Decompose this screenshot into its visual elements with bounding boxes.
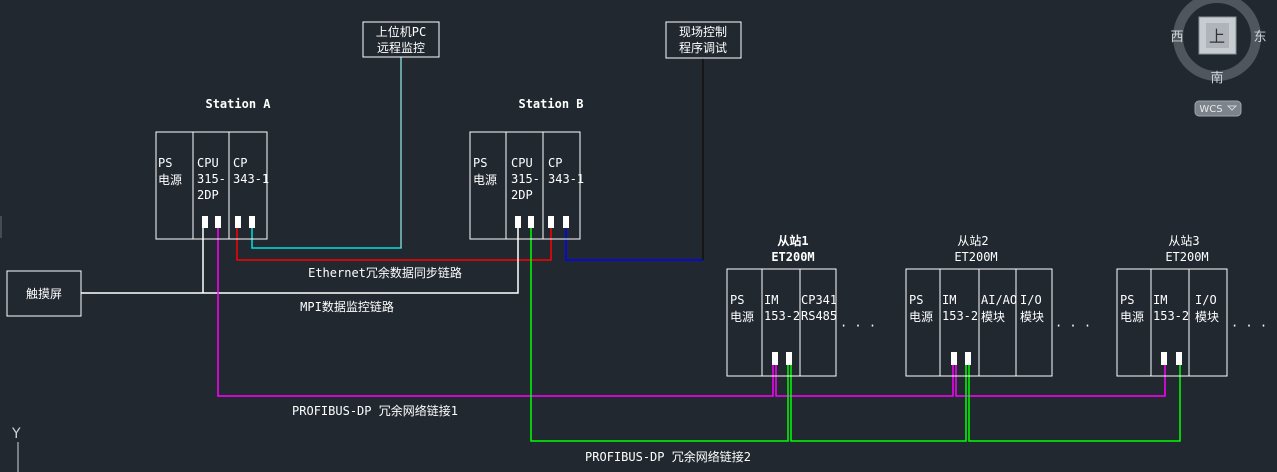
pc-box-line1: 上位机PC: [376, 24, 426, 39]
port: [548, 216, 554, 228]
wcs-dropdown[interactable]: WCS: [1194, 100, 1242, 117]
field-box-line2: 程序调试: [679, 40, 727, 55]
port: [515, 216, 521, 228]
port: [951, 352, 957, 365]
im-label-2: 153-2: [942, 309, 978, 323]
field-box-line1: 现场控制: [679, 25, 727, 39]
ethernet-link-label: Ethernet冗余数据同步链路: [308, 265, 462, 280]
dp1-link-label: PROFIBUS-DP 冗余网络链接1: [292, 403, 458, 418]
cp-label: CP: [233, 156, 247, 170]
field-link-wire: [565, 228, 703, 261]
port: [215, 216, 221, 228]
port: [563, 216, 569, 228]
port: [528, 216, 534, 228]
slave1-title: 从站1: [777, 233, 808, 248]
station-b[interactable]: Station B PS 电源 CPU 315- 2DP CP 343-1: [469, 97, 584, 240]
port: [1161, 352, 1167, 365]
ethernet-wire: [236, 228, 552, 261]
ellipsis: · · ·: [1231, 319, 1267, 333]
pc-box-line2: 远程监控: [377, 40, 425, 55]
mpi-link-label: MPI数据监控链路: [300, 299, 394, 314]
ps-label: PS: [1120, 293, 1134, 307]
dp2-wire: [530, 228, 789, 442]
port: [965, 352, 971, 365]
slave3-subtitle: ET200M: [1165, 250, 1208, 264]
viewcube-top-label: 上: [1209, 27, 1225, 46]
cpu-label-2: 315-: [511, 172, 540, 186]
pc-link-wire: [251, 57, 402, 249]
cpu-label-3: 2DP: [197, 188, 219, 202]
chevron-down-icon: [1226, 105, 1238, 111]
compass-east[interactable]: 东: [1253, 30, 1266, 45]
compass-west[interactable]: 西: [1170, 30, 1183, 45]
wcs-label: WCS: [1199, 104, 1222, 115]
mpi-wire: [81, 228, 519, 294]
ps-label: PS: [730, 293, 744, 307]
rs485-label: RS485: [801, 309, 837, 323]
cp-label-2: 343-1: [233, 172, 269, 186]
station-b-title: Station B: [518, 97, 583, 111]
wires: [81, 57, 1181, 442]
io-label: I/O: [1195, 293, 1217, 307]
ucs-y-label: Y: [11, 426, 21, 442]
slave2-subtitle: ET200M: [954, 250, 997, 264]
ps-label: PS: [473, 156, 487, 170]
ps-label: PS: [909, 293, 923, 307]
im-label: IM: [764, 293, 778, 307]
port: [786, 352, 792, 365]
ucs-axis-icon: Y: [11, 426, 21, 472]
cpu-label: CPU: [511, 156, 533, 170]
port: [1176, 352, 1182, 365]
slave-station-1[interactable]: 从站1 ET200M PS 电源 IM 153-2 CP341 RS485 · …: [726, 233, 876, 377]
ps-label-cn: 电源: [1120, 310, 1144, 324]
dp2-wire-3: [968, 365, 1181, 442]
station-a-title: Station A: [205, 97, 271, 111]
cpu-label: CPU: [197, 156, 219, 170]
port: [202, 216, 208, 228]
ps-label-cn: 电源: [730, 310, 754, 324]
slave1-subtitle: ET200M: [771, 250, 814, 264]
ps-label-cn: 电源: [473, 173, 497, 187]
pc-monitor-box[interactable]: 上位机PC 远程监控: [362, 21, 440, 58]
touchscreen-label: 触摸屏: [26, 287, 62, 301]
compass-south[interactable]: 南: [1210, 70, 1223, 86]
port: [235, 216, 241, 228]
dp1-wire: [217, 228, 774, 397]
port: [249, 216, 255, 228]
ps-label-cn: 电源: [158, 173, 182, 187]
ellipsis: · · ·: [1055, 319, 1091, 333]
slave2-title: 从站2: [957, 234, 988, 248]
station-a[interactable]: Station A PS 电源 CPU 315- 2DP CP 343-1: [155, 97, 271, 240]
aiao-label-cn: 模块: [981, 310, 1005, 324]
io-label-cn: 模块: [1195, 310, 1219, 324]
slave3-title: 从站3: [1168, 234, 1199, 248]
im-label: IM: [1153, 293, 1167, 307]
cpu-label-3: 2DP: [511, 188, 533, 202]
ps-label-cn: 电源: [909, 310, 933, 324]
aiao-label: AI/AO: [981, 293, 1017, 307]
dp2-link-label: PROFIBUS-DP 冗余网络链接2: [585, 449, 751, 464]
io-label-cn: 模块: [1020, 310, 1044, 324]
slave-station-2[interactable]: 从站2 ET200M PS 电源 IM 153-2 AI/AO 模块 I/O 模…: [905, 234, 1091, 377]
im-label-2: 153-2: [764, 309, 800, 323]
cp-label: CP: [548, 156, 562, 170]
touchscreen-box[interactable]: 触摸屏: [6, 270, 82, 317]
dp2-wire-2: [790, 365, 967, 442]
io-label: I/O: [1020, 293, 1042, 307]
field-debug-box[interactable]: 现场控制 程序调试: [665, 21, 742, 59]
cpu-label-2: 315-: [197, 172, 226, 186]
cp-label-2: 343-1: [548, 172, 584, 186]
viewcube[interactable]: 上 西 东 南: [1170, 0, 1267, 86]
port: [772, 352, 778, 365]
ellipsis: · · ·: [840, 319, 876, 333]
im-label: IM: [942, 293, 956, 307]
im-label-2: 153-2: [1153, 309, 1189, 323]
ps-label: PS: [158, 156, 172, 170]
slave-station-3[interactable]: 从站3 ET200M PS 电源 IM 153-2 I/O 模块 · · ·: [1116, 234, 1267, 377]
dp1-wire-3: [955, 365, 1166, 397]
dp1-wire-2: [775, 365, 954, 397]
cp341-label: CP341: [801, 293, 837, 307]
